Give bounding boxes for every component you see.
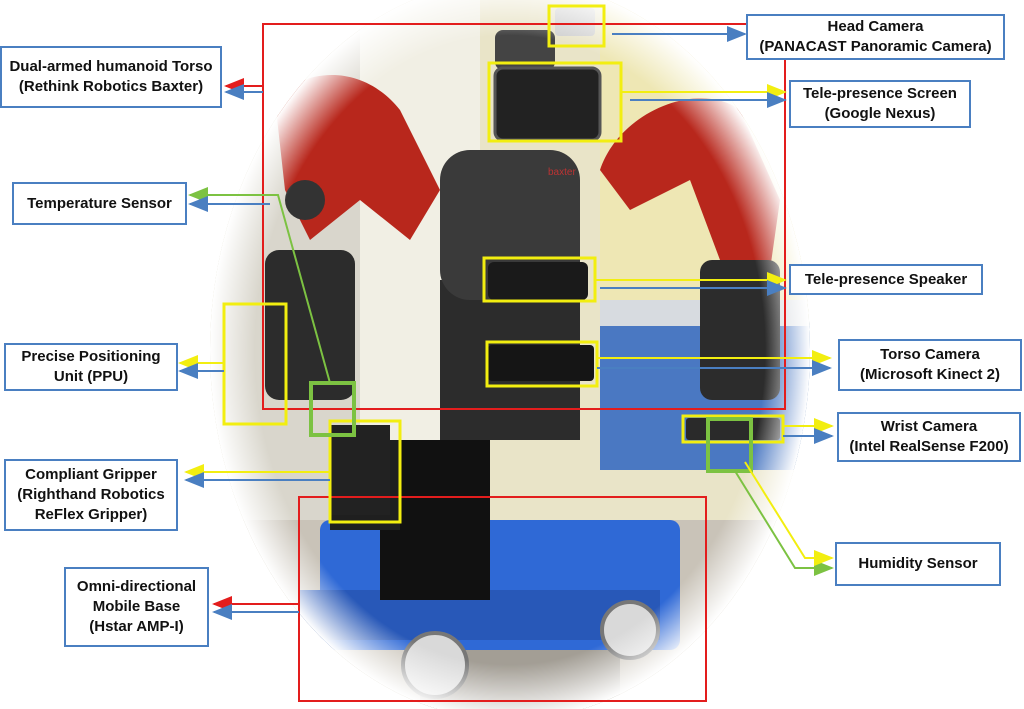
ppu-text: Precise Positioning Unit (PPU) [21, 348, 161, 385]
torso-camera-text: Torso Camera (Microsoft Kinect 2) [859, 346, 1000, 383]
telepresence-speaker-label: Tele-presence Speaker [789, 264, 983, 295]
temperature-sensor-text: Temperature Sensor [27, 194, 172, 212]
wrist-camera-label: Wrist Camera (Intel RealSense F200) [837, 412, 1021, 462]
telepresence-screen-label: Tele-presence Screen (Google Nexus) [789, 80, 971, 128]
humidity-sensor-text: Humidity Sensor [858, 555, 978, 572]
head-camera-text: Head Camera (PANACAST Panoramic Camera) [759, 18, 992, 55]
wrist-camera-text: Wrist Camera (Intel RealSense F200) [849, 418, 1009, 455]
mobile-base-text: Omni-directional Mobile Base (Hstar AMP-… [76, 578, 197, 635]
compliant-gripper-label: Compliant Gripper (Righthand Robotics Re… [4, 459, 178, 531]
telepresence-screen-text: Tele-presence Screen (Google Nexus) [803, 85, 957, 122]
torso-label: Dual-armed humanoid Torso (Rethink Robot… [0, 46, 222, 108]
humidity-sensor-label: Humidity Sensor [835, 542, 1001, 586]
mobile-base-label: Omni-directional Mobile Base (Hstar AMP-… [64, 567, 209, 647]
telepresence-speaker-text: Tele-presence Speaker [804, 270, 968, 288]
torso-camera-label: Torso Camera (Microsoft Kinect 2) [838, 339, 1022, 391]
torso-text: Dual-armed humanoid Torso (Rethink Robot… [9, 58, 213, 95]
ppu-label: Precise Positioning Unit (PPU) [4, 343, 178, 391]
compliant-gripper-text: Compliant Gripper (Righthand Robotics Re… [17, 466, 165, 523]
head-camera-label: Head Camera (PANACAST Panoramic Camera) [746, 14, 1005, 60]
temperature-sensor-label: Temperature Sensor [12, 182, 187, 225]
